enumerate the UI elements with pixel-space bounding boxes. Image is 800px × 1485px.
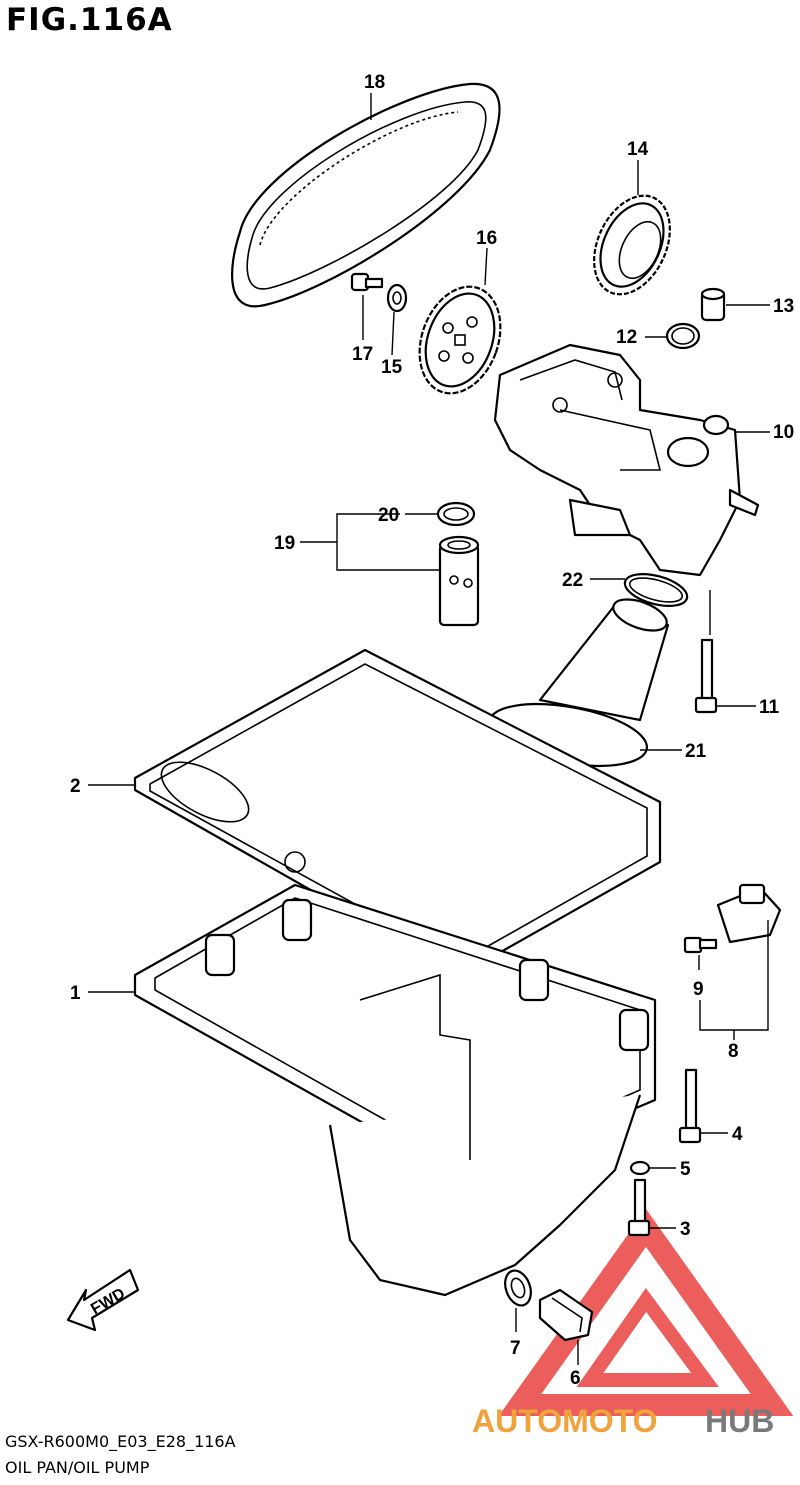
- callout-14: 14: [627, 139, 649, 160]
- oil-pressure-switch-part-8[interactable]: [716, 883, 782, 944]
- callout-19: 19: [274, 533, 295, 554]
- o-ring-part-22[interactable]: [621, 568, 690, 612]
- bolt-part-11[interactable]: [694, 638, 718, 714]
- callout-10: 10: [773, 422, 794, 443]
- bolt-part-9[interactable]: [683, 936, 718, 954]
- callout-12: 12: [616, 327, 637, 348]
- fwd-arrow-icon: FWD: [66, 1268, 140, 1332]
- callout-17: 17: [352, 344, 373, 365]
- callout-8: 8: [728, 1041, 739, 1062]
- callout-21: 21: [685, 741, 707, 762]
- oil-pump-part-10[interactable]: [493, 343, 760, 577]
- o-ring-part-20[interactable]: [436, 501, 476, 527]
- callout-22: 22: [562, 570, 583, 591]
- callout-9: 9: [693, 979, 704, 1000]
- sprocket-part-16[interactable]: [405, 275, 514, 404]
- callout-15: 15: [381, 357, 403, 378]
- oil-pan-part-1[interactable]: [133, 883, 657, 1297]
- callout-20: 20: [378, 505, 399, 526]
- watermark-text: AUTOMOTO HUB: [472, 1403, 774, 1439]
- bolt-part-4[interactable]: [678, 1068, 702, 1144]
- chain-part-18[interactable]: [231, 82, 501, 308]
- figure-title: FIG.116A: [6, 2, 173, 38]
- figure-caption: OIL PAN/OIL PUMP: [5, 1458, 150, 1477]
- watermark-part2: HUB: [705, 1403, 774, 1439]
- callout-5: 5: [680, 1159, 691, 1180]
- watermark-part1: AUTOMOTO: [472, 1403, 657, 1439]
- callout-4: 4: [732, 1124, 743, 1145]
- callout-1: 1: [70, 983, 81, 1004]
- callout-3: 3: [680, 1219, 691, 1240]
- dowel-pin-part-13[interactable]: [700, 287, 726, 322]
- model-code: GSX-R600M0_E03_E28_116A: [5, 1432, 236, 1451]
- callout-6: 6: [570, 1368, 581, 1389]
- callout-11: 11: [759, 697, 780, 718]
- callout-16: 16: [476, 228, 497, 249]
- sprocket-part-14[interactable]: [579, 184, 685, 307]
- callout-7: 7: [510, 1338, 521, 1359]
- leader-lines: [88, 93, 770, 1365]
- callout-18: 18: [364, 72, 385, 93]
- bolt-part-3[interactable]: [627, 1178, 651, 1237]
- callout-2: 2: [70, 776, 81, 797]
- o-ring-part-12[interactable]: [665, 322, 701, 350]
- washer-part-5[interactable]: [629, 1160, 651, 1176]
- bolt-part-17[interactable]: [350, 272, 384, 292]
- gasket-part-2[interactable]: [133, 648, 662, 977]
- callout-13: 13: [773, 296, 794, 317]
- callout-labels: 18 14 16 17 15 12 13 10 11 21 22 20 19 2…: [70, 72, 794, 1389]
- washer-part-7[interactable]: [501, 1267, 536, 1309]
- oil-jet-part-19[interactable]: [438, 535, 480, 627]
- washer-part-15[interactable]: [386, 283, 408, 313]
- drain-plug-part-6[interactable]: [538, 1288, 594, 1342]
